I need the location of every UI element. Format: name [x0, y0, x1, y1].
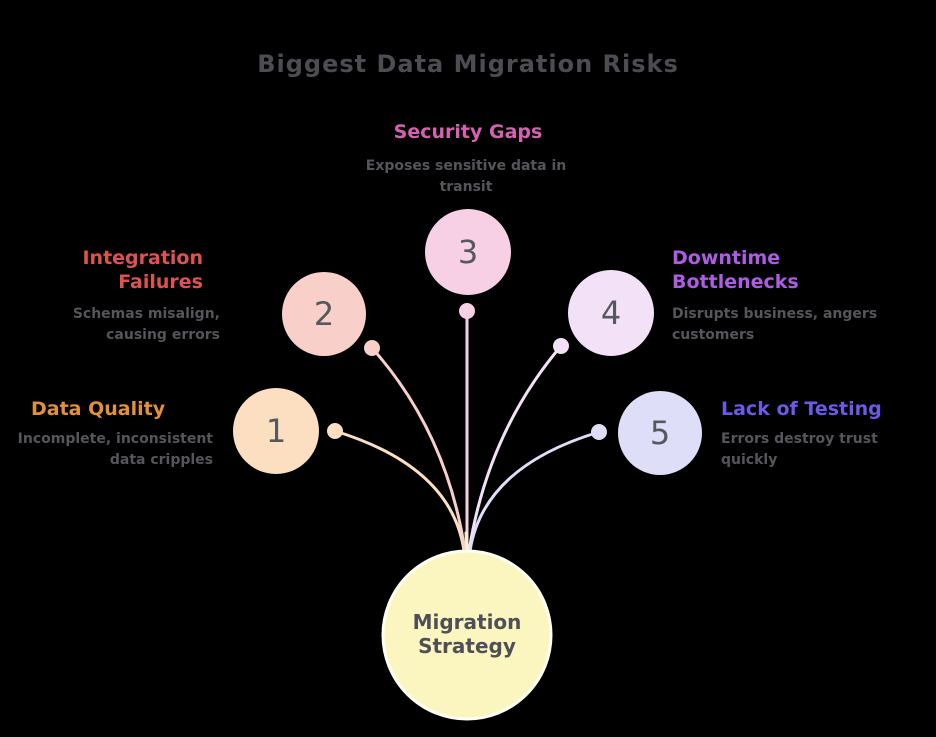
- node-title-line: Downtime: [672, 247, 781, 269]
- node-number-5: 5: [650, 414, 670, 452]
- node-title-line: Security Gaps: [393, 121, 543, 143]
- node-desc-line: data cripples: [109, 452, 213, 468]
- connector-dot-node3: [459, 303, 475, 319]
- node-circle-2: [282, 272, 366, 356]
- node-number-1: 1: [266, 412, 286, 450]
- node-title-line: Failures: [118, 271, 203, 293]
- center-label: Migration Strategy: [381, 551, 553, 717]
- node-title-line: Integration: [82, 247, 203, 269]
- node-desc-lack-of-testing: Errors destroy trust quickly: [721, 429, 931, 471]
- node-number-3: 3: [458, 233, 478, 271]
- edge-node5: [468, 430, 601, 553]
- node-circle-5: [618, 391, 702, 475]
- center-circle: [381, 549, 553, 721]
- node-number-2: 2: [314, 295, 334, 333]
- node-number-4: 4: [601, 294, 621, 332]
- node-desc-line: Schemas misalign,: [72, 306, 220, 322]
- node-desc-line: Exposes sensitive data in: [365, 158, 567, 174]
- center-label-line: Migration: [412, 610, 522, 634]
- node-circle-3: [425, 209, 511, 295]
- edge-node2: [370, 346, 467, 553]
- connector-dot-node4: [553, 338, 569, 354]
- node-title-downtime-bottlenecks: Downtime Bottlenecks: [672, 246, 892, 294]
- node-circle-1: [233, 388, 319, 474]
- node-title-line: Data Quality: [31, 398, 166, 420]
- edge-node4: [467, 344, 563, 553]
- node-desc-line: Errors destroy trust: [721, 431, 878, 447]
- node-desc-security-gaps: Exposes sensitive data in transit: [330, 156, 602, 198]
- node-desc-data-quality: Incomplete, inconsistent data cripples: [3, 429, 213, 471]
- node-desc-line: quickly: [721, 452, 778, 468]
- center-label-line: Strategy: [418, 634, 516, 658]
- edge-root-tail: [464, 531, 469, 553]
- node-title-data-quality: Data Quality: [31, 397, 231, 421]
- node-title-line: Lack of Testing: [721, 398, 882, 420]
- node-title-line: Bottlenecks: [672, 271, 799, 293]
- connector-dot-node1: [327, 423, 343, 439]
- node-desc-downtime-bottlenecks: Disrupts business, angers customers: [672, 304, 892, 346]
- node-title-lack-of-testing: Lack of Testing: [721, 397, 931, 421]
- node-desc-integration-failures: Schemas misalign, causing errors: [0, 304, 220, 346]
- page-title: Biggest Data Migration Risks: [257, 50, 679, 78]
- node-desc-line: causing errors: [106, 327, 220, 343]
- edge-node1: [333, 429, 466, 553]
- node-desc-line: Incomplete, inconsistent: [17, 431, 213, 447]
- node-circle-4: [568, 270, 654, 356]
- connector-dot-node2: [364, 340, 380, 356]
- connector-dot-node5: [591, 424, 607, 440]
- node-title-integration-failures: Integration Failures: [3, 246, 203, 294]
- node-desc-line: customers: [672, 327, 755, 343]
- node-desc-line: transit: [439, 179, 493, 195]
- node-title-security-gaps: Security Gaps: [0, 120, 936, 144]
- node-desc-line: Disrupts business, angers: [672, 306, 878, 322]
